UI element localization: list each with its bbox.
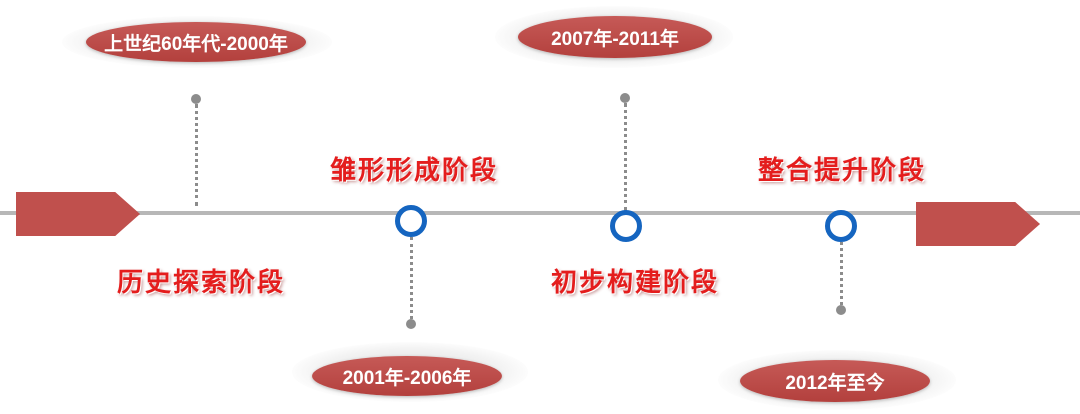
stage-label-3: 初步构建阶段 (551, 268, 720, 298)
stage-label-4: 整合提升阶段 (758, 156, 927, 186)
connector-line (410, 237, 413, 319)
milestone-ring (395, 205, 427, 237)
period-pill-stage-4: 2012年至今 (740, 360, 930, 402)
period-pill-stage-2: 2001年-2006年 (312, 356, 502, 396)
milestone-ring (610, 210, 642, 242)
connector-dot (191, 94, 201, 104)
connector-line (195, 104, 198, 206)
start-arrow-icon (16, 192, 140, 236)
stage-label-2: 雏形形成阶段 (330, 156, 499, 186)
connector-line (624, 103, 627, 211)
period-pill-stage-1: 上世纪60年代-2000年 (86, 22, 306, 62)
connector-dot (406, 319, 416, 329)
connector-line (840, 242, 843, 305)
stage-label-1: 历史探索阶段 (117, 268, 286, 298)
connector-dot (836, 305, 846, 315)
period-pill-stage-3: 2007年-2011年 (518, 16, 712, 58)
connector-dot (620, 93, 630, 103)
milestone-ring (825, 210, 857, 242)
end-arrow-icon (916, 202, 1040, 246)
timeline-axis (0, 211, 1080, 215)
